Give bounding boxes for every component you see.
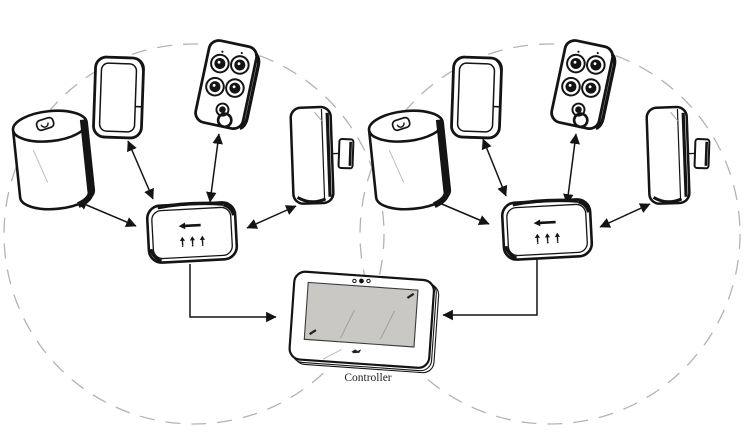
window-sensor-hub-arrow — [481, 138, 508, 197]
window-sensor-hub-arrow — [127, 140, 154, 200]
keyfob-hub-arrow — [206, 133, 223, 203]
controller-panel-icon — [287, 269, 441, 375]
siren-icon — [367, 107, 451, 212]
siren-hub-arrow — [76, 200, 137, 227]
window-sensor-icon — [91, 55, 146, 140]
controller-label: Controller — [344, 372, 391, 384]
keyfob-hub-arrow — [563, 133, 580, 205]
door-sensor-hub-arrow — [599, 203, 651, 228]
left-zone-wireless-arrows — [76, 133, 297, 229]
wireless-hub-icon — [144, 199, 240, 266]
siren-icon — [11, 107, 95, 212]
right-hub-to-controller-connector — [442, 259, 538, 321]
wireless-hub-icon — [499, 196, 595, 263]
left-hub-to-controller-connector — [189, 264, 277, 323]
right-coverage-zone-circle — [359, 43, 741, 425]
door-sensor-hub-arrow — [246, 205, 297, 229]
keyfob-remote-icon — [548, 36, 620, 133]
left-coverage-zone-circle — [3, 43, 385, 425]
keyfob-remote-icon — [192, 36, 264, 133]
window-sensor-icon — [449, 55, 504, 140]
